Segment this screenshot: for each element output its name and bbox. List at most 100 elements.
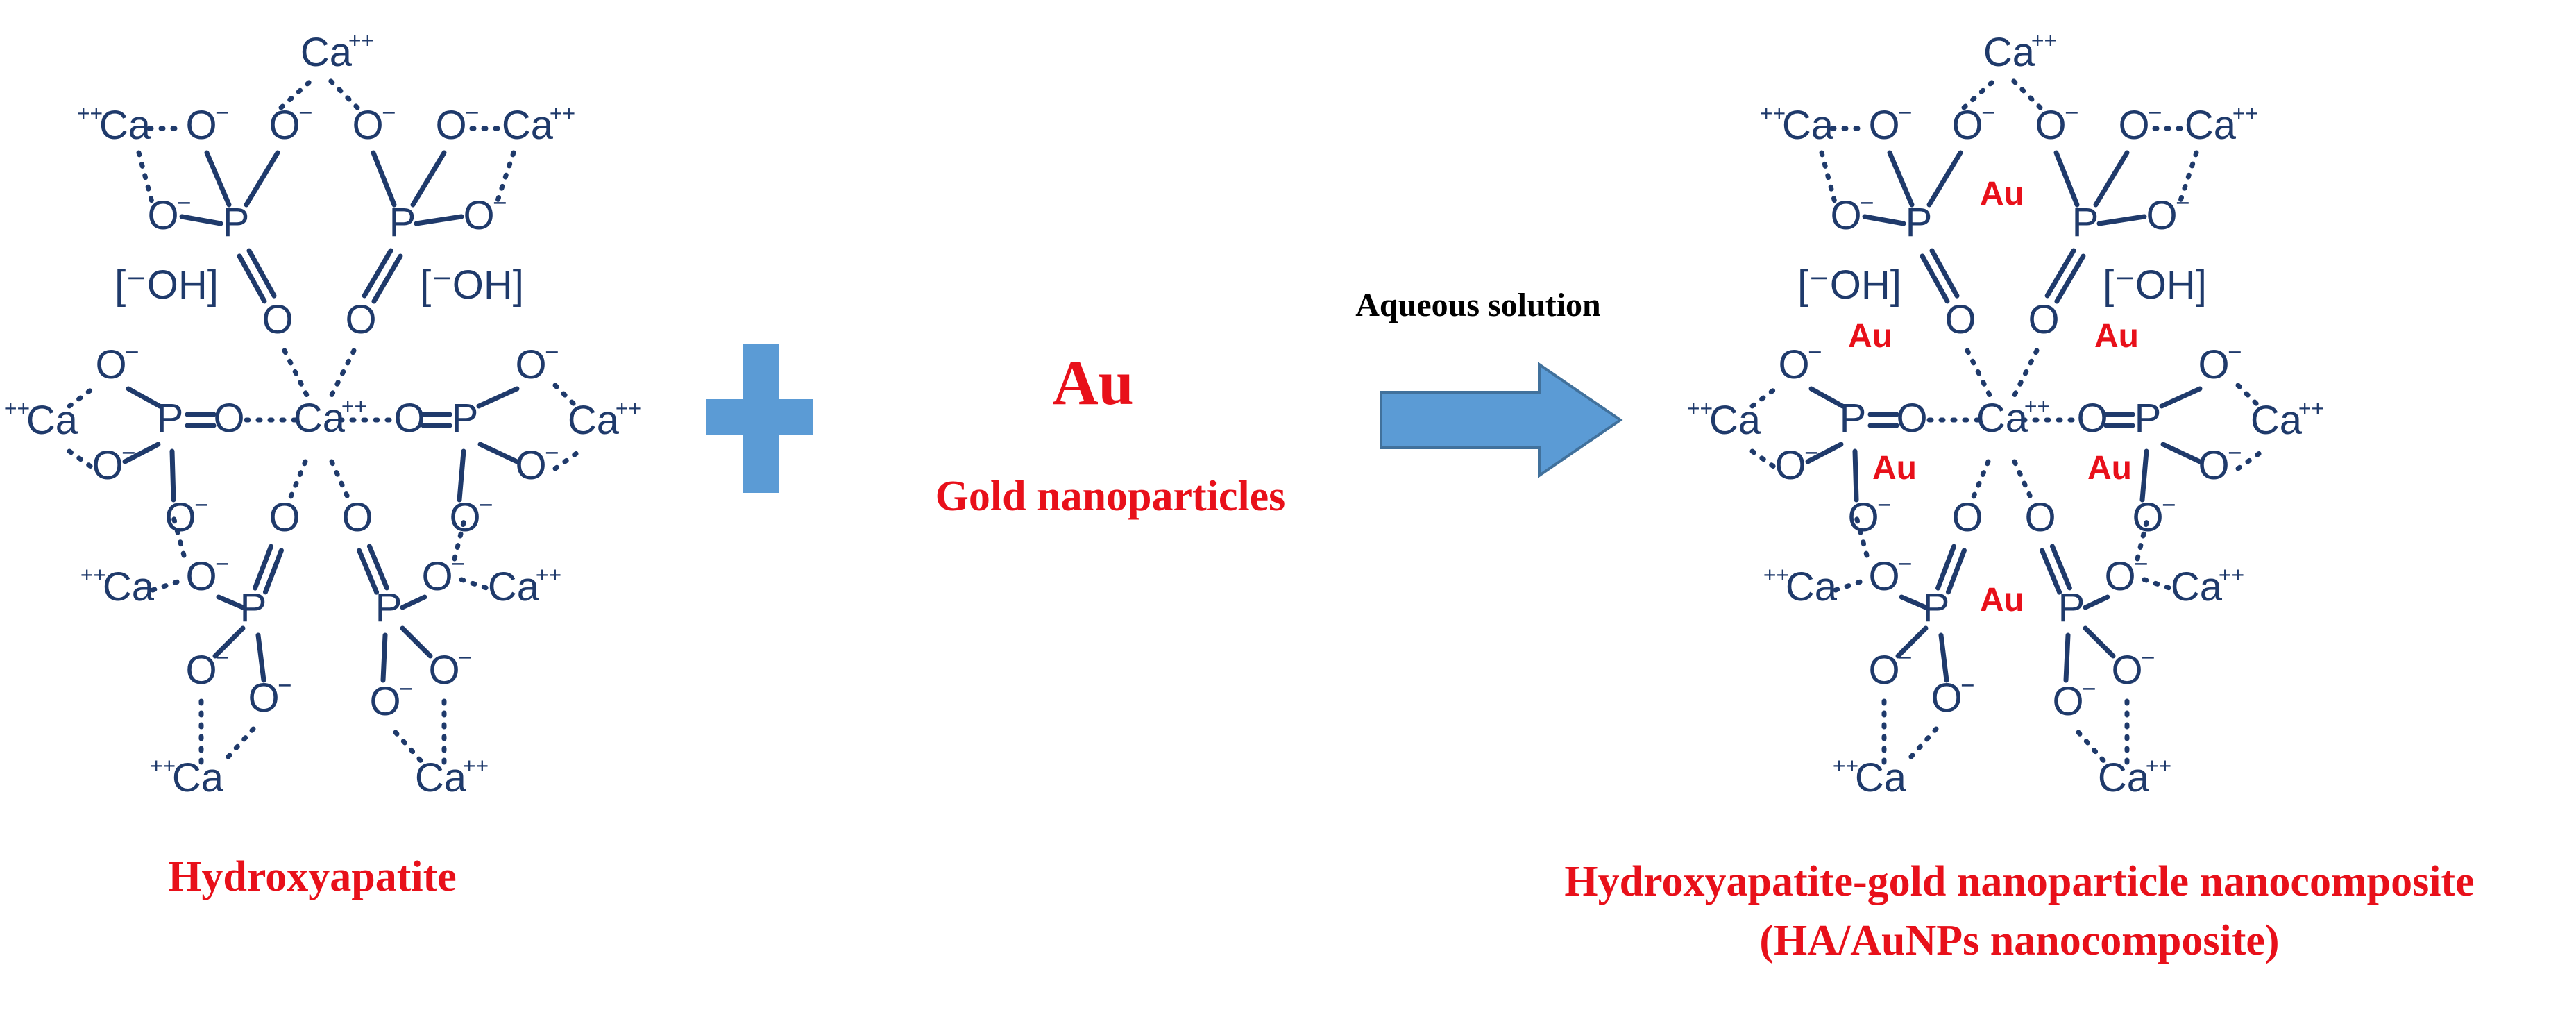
ionic-bond <box>1833 577 1870 593</box>
ca-lower-right-atom-charge: ++ <box>2219 562 2244 587</box>
ionic-bond <box>393 730 426 766</box>
o-atom: O <box>2198 342 2229 387</box>
o-atom: O <box>185 554 217 599</box>
ionic-bond <box>2076 730 2109 766</box>
arrow-condition-label: Aqueous solution <box>1355 287 1600 323</box>
covalent-bond <box>1862 214 1906 226</box>
p-atom-lower-right: P <box>2058 585 2085 630</box>
o-atom: O <box>269 495 300 540</box>
covalent-bond <box>2083 625 2116 659</box>
covalent-bond <box>400 625 433 659</box>
o-atom: O <box>2132 495 2163 540</box>
covalent-bond <box>1899 594 1929 610</box>
o-atom: O <box>95 342 126 387</box>
covalent-bond <box>1938 632 1949 683</box>
ca-lower-right-atom-charge: ++ <box>536 562 561 587</box>
ionic-bond <box>2142 577 2178 593</box>
ca-center-atom: Ca <box>1976 396 2028 441</box>
ionic-bond <box>219 726 256 766</box>
double-bond <box>1929 248 1960 299</box>
ionic-bond <box>1749 448 1779 471</box>
ca-lower-left-atom: Ca <box>1786 564 1838 610</box>
p-atom-left: P <box>1840 396 1867 441</box>
o-atom: O <box>248 675 279 721</box>
ionic-bond <box>1854 514 1870 558</box>
ionic-bond <box>171 514 187 558</box>
ionic-bond <box>1819 150 1838 208</box>
ca-left-atom-charge: ++ <box>1687 396 1713 421</box>
ca-bottom-right-atom-charge: ++ <box>2146 753 2171 778</box>
plus-icon <box>706 344 813 493</box>
o-atom: O <box>185 103 217 148</box>
double-bond <box>362 248 393 299</box>
ionic-bond <box>2176 150 2199 208</box>
o-atom-charge: − <box>399 675 413 703</box>
o-atom-charge: − <box>194 491 208 519</box>
ca-right-atom-charge: ++ <box>616 396 641 421</box>
o-atom: O <box>515 443 546 488</box>
o-atom: O <box>1868 103 1899 148</box>
au-nanoparticle-label: Au <box>1980 176 2024 212</box>
double-bond <box>1945 548 1967 595</box>
covalent-bond <box>2063 632 2071 683</box>
o-atom: O <box>2076 396 2108 441</box>
ionic-bond <box>2012 459 2036 506</box>
covalent-bond <box>1805 442 1844 464</box>
o-atom: O <box>2024 495 2056 540</box>
o-atom: O <box>213 396 244 441</box>
o-atom: O <box>449 495 480 540</box>
covalent-bond <box>216 594 246 610</box>
au-nanoparticle-label: Au <box>1848 318 1892 355</box>
o-atom-charge: − <box>215 550 229 578</box>
o-atom: O <box>1868 554 1899 599</box>
covalent-bond <box>1926 150 1963 208</box>
hydroxide-left: [⁻OH] <box>1797 262 1901 308</box>
o-atom-charge: − <box>2141 644 2155 671</box>
covalent-bond <box>476 386 520 409</box>
o-atom-charge: − <box>2228 439 2242 467</box>
covalent-bond <box>2053 150 2080 208</box>
ionic-bond <box>67 448 96 471</box>
double-bond <box>2049 544 2072 591</box>
ca-upper-left-atom-charge: ++ <box>77 101 103 126</box>
covalent-bond <box>1887 150 1915 208</box>
o-atom-charge: − <box>1898 550 1912 578</box>
ionic-bond <box>452 514 468 562</box>
p-atom-lower-right: P <box>375 585 402 630</box>
covalent-bond <box>122 442 161 464</box>
ionic-bond <box>493 150 516 208</box>
ionic-bond <box>285 459 308 506</box>
ca-top-atom-charge: ++ <box>348 28 374 53</box>
o-atom: O <box>435 103 466 148</box>
ionic-bond <box>136 150 155 208</box>
ionic-bond <box>327 348 357 402</box>
hydroxyapatite-label: Hydroxyapatite <box>168 853 457 900</box>
o-atom-charge: − <box>451 550 465 578</box>
o-atom-charge: − <box>2065 99 2078 126</box>
o-atom-charge: − <box>2162 491 2176 519</box>
p-atom-upper-left: P <box>223 200 250 245</box>
covalent-bond <box>2159 386 2203 409</box>
ionic-bond <box>2006 74 2043 110</box>
o-atom: O <box>341 495 373 540</box>
ca-top-atom: Ca <box>1983 30 2035 75</box>
covalent-bond <box>244 150 280 208</box>
ionic-bond <box>2235 448 2265 471</box>
o-atom: O <box>1896 396 1927 441</box>
o-atom-charge: − <box>177 190 191 217</box>
o-atom-charge: − <box>465 99 479 126</box>
o-atom-charge: − <box>298 99 312 126</box>
ca-lower-right-atom: Ca <box>488 564 540 610</box>
ca-lower-left-atom-charge: ++ <box>1763 562 1789 587</box>
o-atom-charge: − <box>1981 99 1995 126</box>
ionic-bond <box>1902 726 1939 766</box>
hydroxyapatite-structure: Ca++Ca++PO−O−O−OCa++PO−O−O−OCa++[⁻OH][⁻O… <box>4 28 641 800</box>
ca-right-atom-charge: ++ <box>2298 396 2324 421</box>
o-atom: O <box>1847 495 1879 540</box>
o-atom: O <box>1931 675 1962 721</box>
double-bond <box>366 544 389 591</box>
ca-bottom-right-atom-charge: ++ <box>463 753 489 778</box>
ionic-bond <box>2010 348 2040 402</box>
covalent-bond <box>126 386 162 409</box>
ionic-bond <box>552 448 582 471</box>
